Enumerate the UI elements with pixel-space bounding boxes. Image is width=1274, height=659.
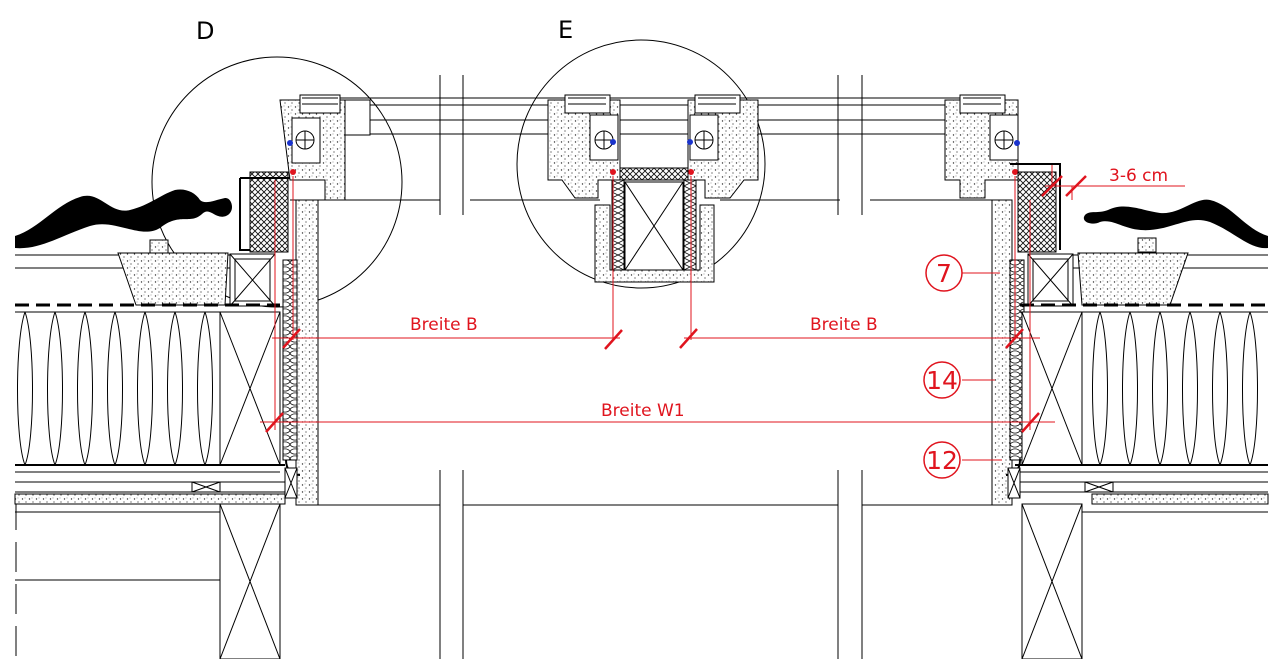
- break-lines: [15, 75, 863, 659]
- detail-circle-d: [151, 56, 403, 308]
- window-mullion-middle: [547, 94, 759, 283]
- insulation-left: [15, 311, 285, 466]
- callout-12: 12: [923, 441, 961, 479]
- callout-7: 7: [925, 254, 963, 292]
- ceiling-structure-right: [318, 481, 1269, 659]
- detail-circle-e: [516, 39, 766, 289]
- dimension-lines: [260, 165, 1185, 461]
- callout-14: 14: [923, 361, 961, 399]
- roof-build-up-right: [1020, 237, 1268, 473]
- dimension-breite-b-right: Breite B: [810, 315, 878, 335]
- callout-12-label: 12: [926, 446, 958, 475]
- dimension-gap: 3-6 cm: [1109, 166, 1168, 186]
- dimension-breite-w1: Breite W1: [601, 401, 685, 421]
- detail-label-e: E: [558, 16, 573, 44]
- detail-label-d: D: [196, 17, 214, 45]
- roof-tile-left: [15, 189, 233, 249]
- callout-7-label: 7: [936, 259, 952, 288]
- dimension-breite-b-left: Breite B: [410, 315, 478, 335]
- glazing-lines: [290, 97, 1000, 201]
- roof-tile-right: [1083, 199, 1268, 249]
- ceiling-structure-left: [14, 481, 286, 659]
- window-frame-right: [944, 94, 1061, 506]
- roof-build-up-left: [15, 239, 280, 473]
- callout-14-label: 14: [926, 366, 958, 395]
- insulation-right: [1015, 311, 1268, 466]
